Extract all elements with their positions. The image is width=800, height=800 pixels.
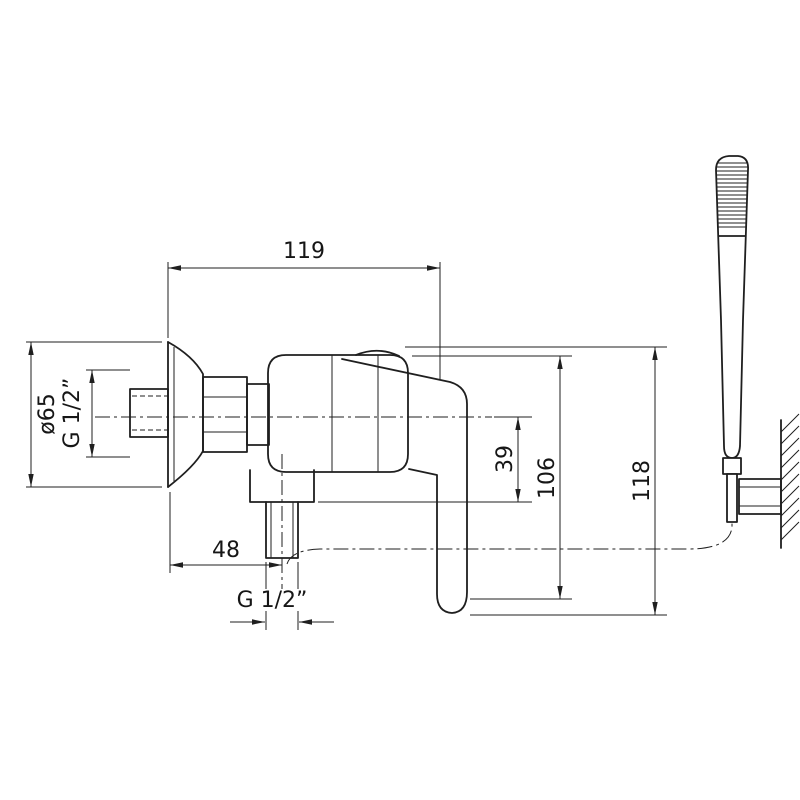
dimension-outlet-drop: 39	[318, 416, 532, 503]
dimension-height-118: 118	[405, 346, 667, 616]
hose-centerline	[286, 520, 733, 565]
dimension-inlet-thread: G 1/2”	[60, 369, 130, 458]
body-joints	[331, 355, 379, 472]
wall-and-bracket	[738, 413, 800, 549]
shower-bracket	[738, 478, 782, 515]
dim-label-inlet-thread: G 1/2”	[60, 378, 85, 449]
dim-label-118: 118	[630, 460, 655, 502]
extension-lines	[86, 369, 130, 458]
adapter-ring	[246, 383, 270, 446]
dimension-outlet-thread: G 1/2”	[230, 562, 334, 630]
mixer-body	[267, 354, 409, 473]
dim-label-48: 48	[212, 538, 240, 563]
hose-connector	[726, 473, 738, 523]
dimension-flange-diameter: ø65	[26, 341, 162, 488]
shower-head-texture	[716, 162, 749, 228]
dim-label-diameter-65: ø65	[35, 393, 60, 434]
dim-label-39: 39	[493, 445, 518, 473]
wand-connector	[722, 457, 742, 475]
extension-lines	[167, 262, 441, 380]
dimension-top-width: 119	[167, 239, 441, 380]
hex-nut-facets	[203, 396, 247, 433]
outlet-pipe	[265, 501, 299, 559]
shower-wand	[715, 155, 749, 459]
bracket-detail-lines	[739, 486, 781, 507]
faucet-body	[129, 341, 468, 614]
outlet-pipe-thread	[270, 502, 294, 558]
thread-lines	[132, 395, 168, 431]
extension-lines	[26, 341, 162, 488]
dim-label-119: 119	[283, 239, 325, 264]
wall-flange	[167, 341, 204, 488]
extension-lines	[405, 346, 667, 616]
hex-nut	[202, 376, 248, 453]
label-backing	[233, 589, 312, 611]
dim-label-106: 106	[535, 457, 560, 499]
extension-lines	[412, 355, 572, 600]
cartridge-cap	[355, 349, 400, 357]
lever-handle	[341, 358, 468, 614]
hand-shower	[715, 155, 749, 523]
dimension-height-106: 106	[412, 355, 572, 600]
dimension-outlet-offset: 48	[169, 492, 282, 573]
wall-hatching	[780, 413, 800, 541]
outlet-block	[249, 469, 315, 503]
dim-label-outlet-thread: G 1/2”	[237, 588, 308, 613]
centerlines	[95, 416, 733, 592]
extension-lines	[318, 416, 532, 503]
